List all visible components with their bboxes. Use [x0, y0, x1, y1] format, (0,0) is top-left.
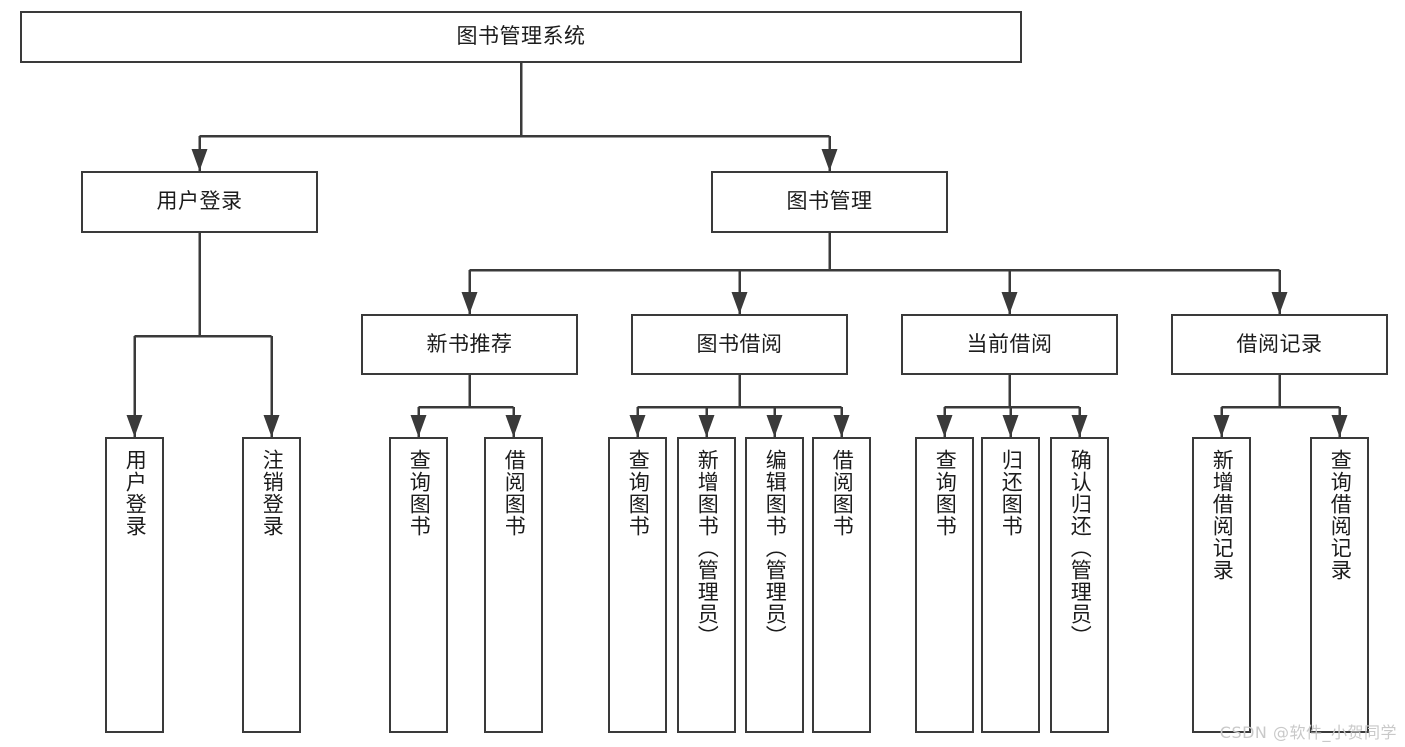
- node-leaf-borrow-book[interactable]: 借阅图书: [812, 437, 871, 733]
- node-leaf-confirm-return[interactable]: 确认归还（管理员）: [1050, 437, 1109, 733]
- node-label: 新增图书（管理员）: [695, 449, 720, 647]
- node-label: 编辑图书（管理员）: [763, 449, 788, 647]
- node-label: 确认归还（管理员）: [1068, 449, 1093, 647]
- node-root[interactable]: 图书管理系统: [20, 11, 1022, 63]
- node-leaf-add-record[interactable]: 新增借阅记录: [1192, 437, 1251, 733]
- conn-book-manage-arrowhead-0: [461, 292, 478, 314]
- node-label: 新书推荐: [426, 331, 513, 356]
- node-leaf-return-book[interactable]: 归还图书: [981, 437, 1040, 733]
- node-label: 查询图书: [933, 449, 958, 537]
- node-leaf-user-login[interactable]: 用户登录: [105, 437, 164, 733]
- conn-book-manage-arrowhead-2: [1001, 292, 1018, 314]
- conn-borrow-record-arrowhead-0: [1213, 415, 1230, 437]
- node-label: 查询图书: [626, 449, 651, 537]
- node-current-borrow[interactable]: 当前借阅: [901, 314, 1118, 375]
- conn-current-borrow-arrowhead-1: [1002, 415, 1019, 437]
- conn-user-login-arrowhead-1: [263, 415, 280, 437]
- conn-root-arrowhead-1: [821, 149, 838, 171]
- node-label: 图书借阅: [696, 331, 783, 356]
- conn-book-borrow-arrowhead-2: [766, 415, 783, 437]
- node-book-manage[interactable]: 图书管理: [711, 171, 948, 233]
- node-leaf-borrow-book-rec[interactable]: 借阅图书: [484, 437, 543, 733]
- node-label: 归还图书: [999, 449, 1024, 537]
- node-label: 新增借阅记录: [1210, 449, 1235, 581]
- node-book-borrow[interactable]: 图书借阅: [631, 314, 848, 375]
- node-leaf-query-book-rec[interactable]: 查询图书: [389, 437, 448, 733]
- node-leaf-query-record[interactable]: 查询借阅记录: [1310, 437, 1369, 733]
- node-label: 图书管理: [786, 189, 873, 214]
- conn-new-book-rec-arrowhead-0: [410, 415, 427, 437]
- node-label: 用户登录: [123, 449, 148, 537]
- node-label: 借阅记录: [1236, 331, 1323, 356]
- node-label: 用户登录: [156, 189, 243, 214]
- node-label: 查询图书: [407, 449, 432, 537]
- node-label: 借阅图书: [502, 449, 527, 537]
- conn-borrow-record-arrowhead-1: [1331, 415, 1348, 437]
- node-leaf-query-book-current[interactable]: 查询图书: [915, 437, 974, 733]
- conn-user-login-arrowhead-0: [126, 415, 143, 437]
- node-label: 查询借阅记录: [1328, 449, 1353, 581]
- node-label: 注销登录: [260, 449, 285, 537]
- conn-current-borrow-arrowhead-2: [1071, 415, 1088, 437]
- node-borrow-record[interactable]: 借阅记录: [1171, 314, 1388, 375]
- conn-book-borrow-arrowhead-0: [629, 415, 646, 437]
- node-leaf-add-book[interactable]: 新增图书（管理员）: [677, 437, 736, 733]
- node-user-login[interactable]: 用户登录: [81, 171, 318, 233]
- conn-root-arrowhead-0: [191, 149, 208, 171]
- node-leaf-logout[interactable]: 注销登录: [242, 437, 301, 733]
- node-leaf-query-book-borrow[interactable]: 查询图书: [608, 437, 667, 733]
- conn-current-borrow-arrowhead-0: [936, 415, 953, 437]
- conn-book-borrow-arrowhead-1: [698, 415, 715, 437]
- node-label: 借阅图书: [830, 449, 855, 537]
- conn-book-borrow-arrowhead-3: [833, 415, 850, 437]
- conn-book-manage-arrowhead-1: [731, 292, 748, 314]
- node-label: 当前借阅: [966, 331, 1053, 356]
- conn-new-book-rec-arrowhead-1: [505, 415, 522, 437]
- conn-book-manage-arrowhead-3: [1271, 292, 1288, 314]
- node-leaf-edit-book[interactable]: 编辑图书（管理员）: [745, 437, 804, 733]
- node-new-book-rec[interactable]: 新书推荐: [361, 314, 578, 375]
- node-label: 图书管理系统: [456, 24, 586, 49]
